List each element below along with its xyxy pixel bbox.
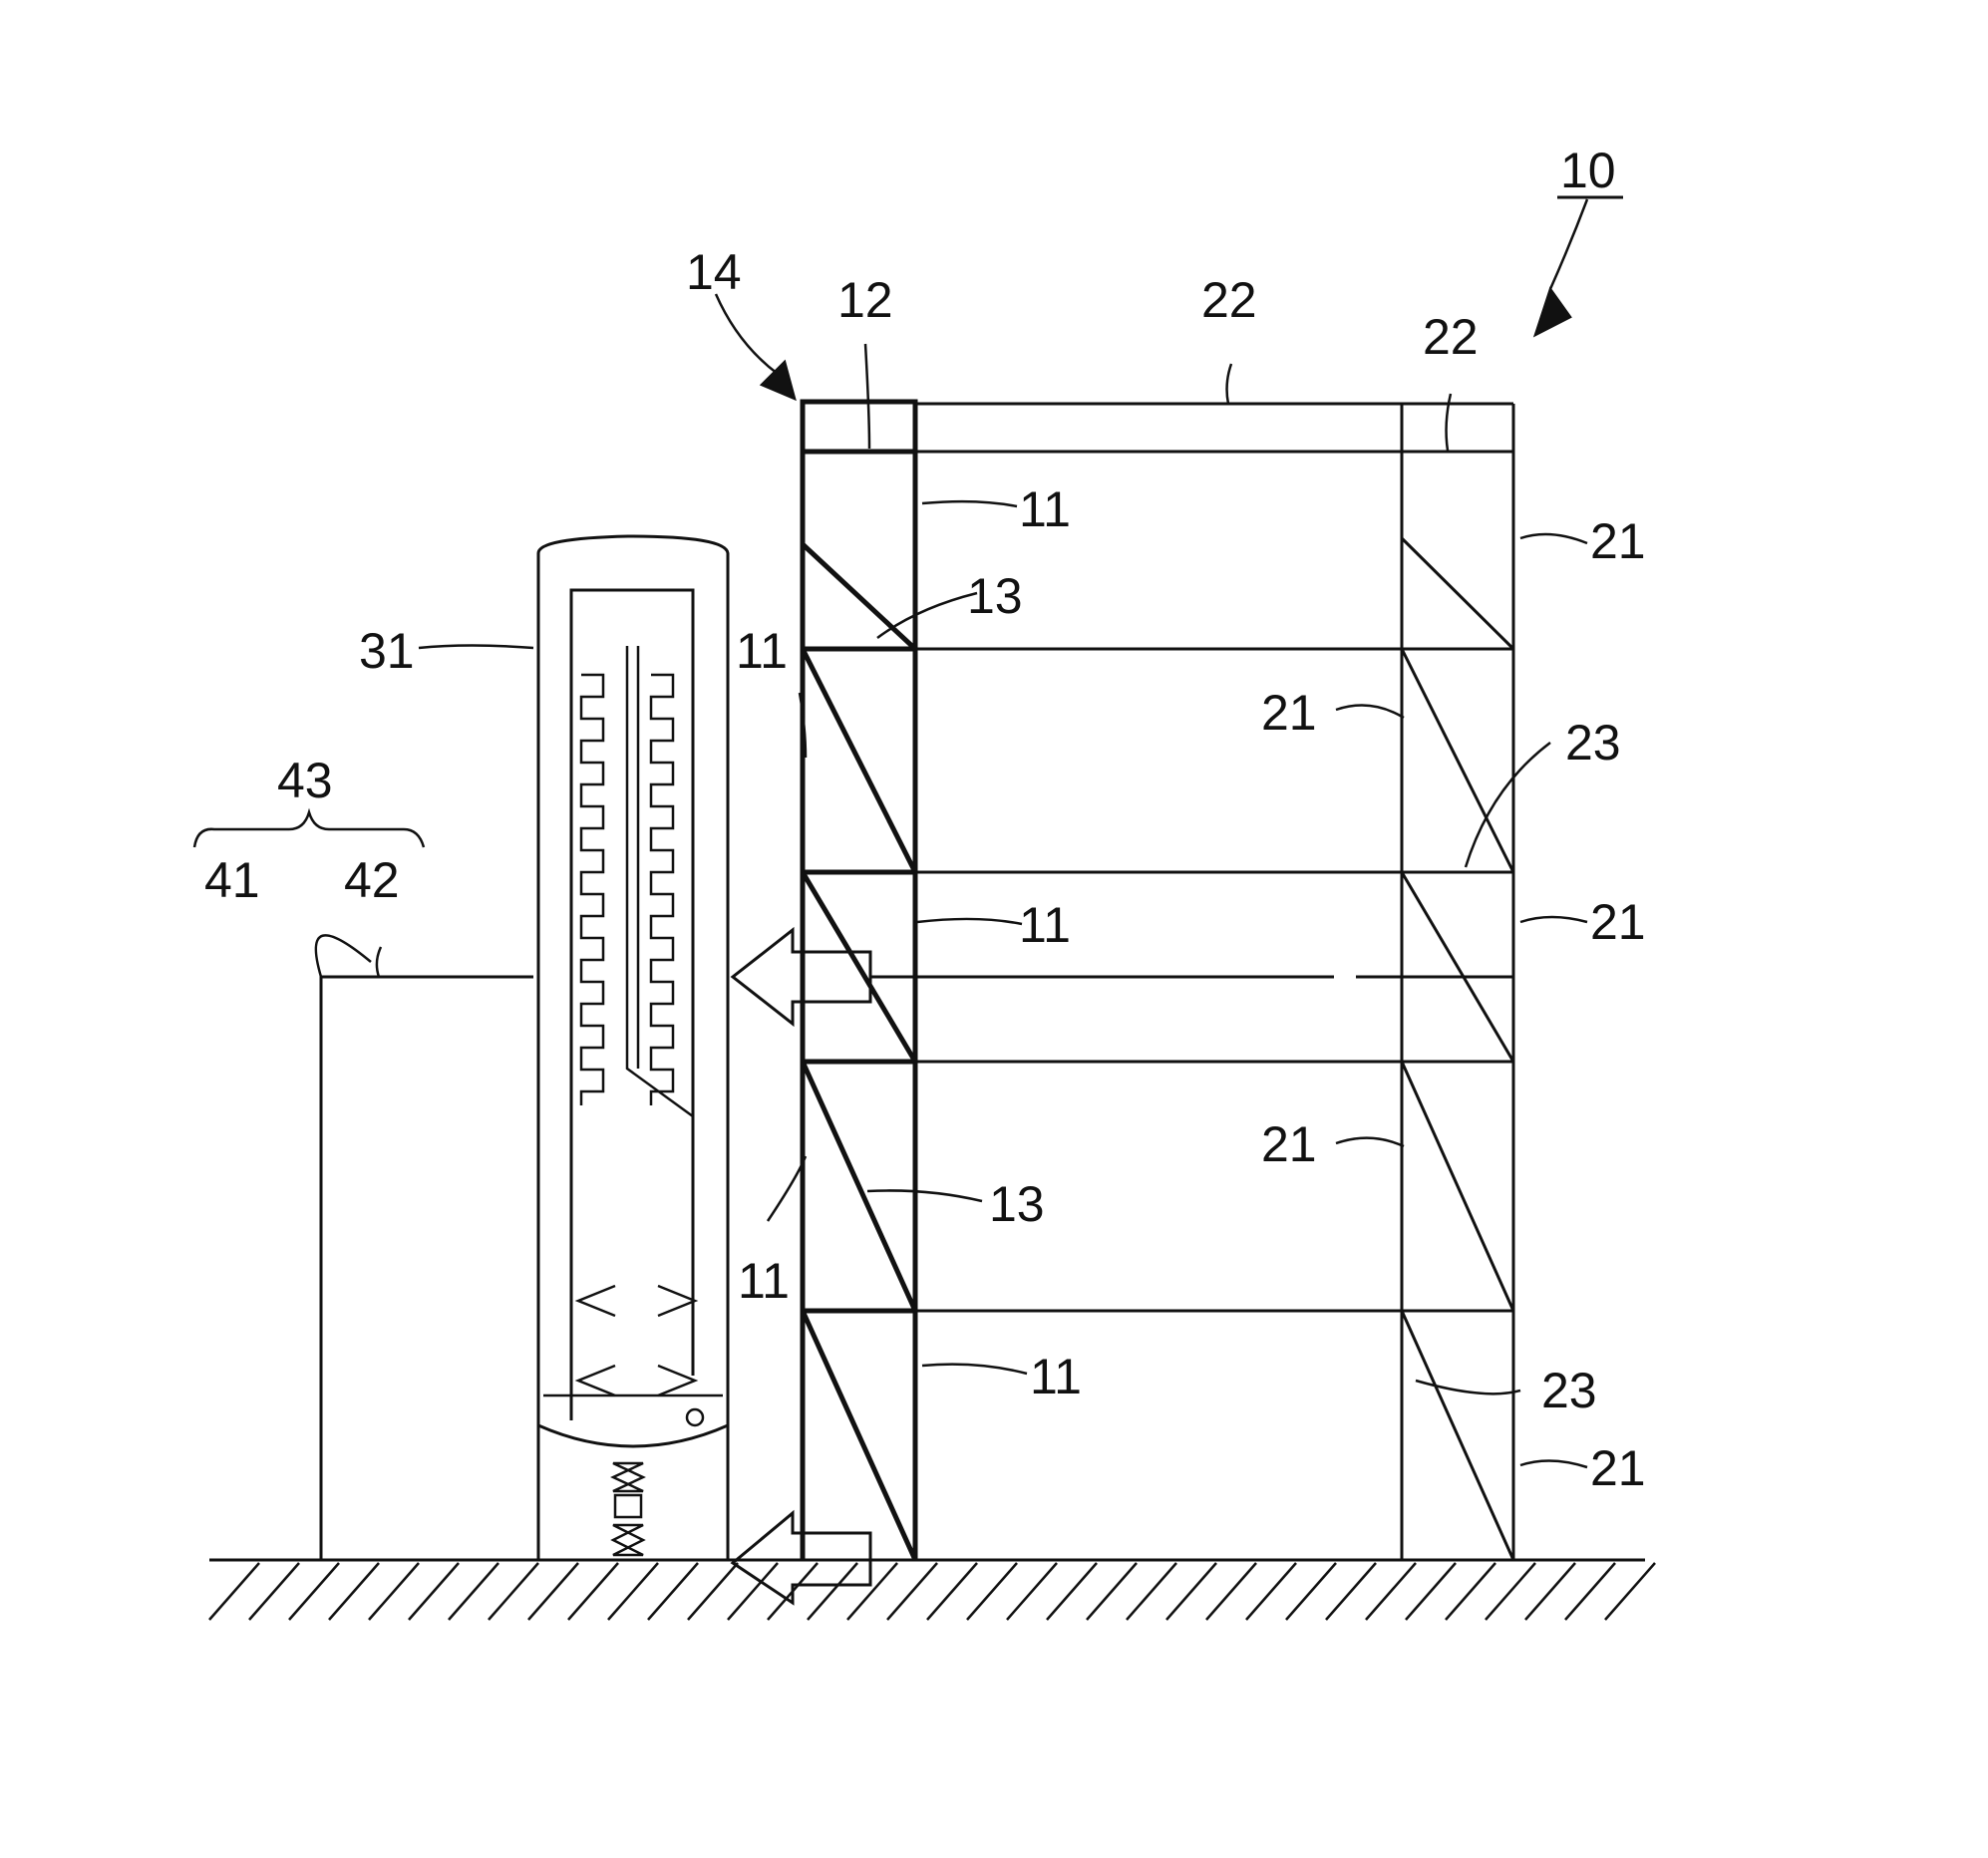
label-21-c: 21 bbox=[1590, 894, 1646, 950]
ground-hatch-line bbox=[1326, 1563, 1376, 1620]
label-21-a: 21 bbox=[1590, 513, 1646, 569]
label-22-top: 22 bbox=[1201, 272, 1257, 328]
ground-hatch-line bbox=[249, 1563, 299, 1620]
ground-hatch-line bbox=[1246, 1563, 1296, 1620]
ground-hatch-line bbox=[808, 1563, 857, 1620]
label-23-b: 23 bbox=[1541, 1363, 1597, 1418]
ground-hatch-line bbox=[887, 1563, 937, 1620]
label-11-a: 11 bbox=[1019, 481, 1071, 537]
ground-hatch-line bbox=[1565, 1563, 1615, 1620]
ground-hatch-line bbox=[409, 1563, 459, 1620]
ground-hatch-line bbox=[1127, 1563, 1176, 1620]
housing-block bbox=[321, 977, 533, 1560]
ground-hatch-line bbox=[449, 1563, 498, 1620]
ground-hatch-line bbox=[688, 1563, 738, 1620]
label-10: 10 bbox=[1560, 143, 1616, 198]
ground-hatch-line bbox=[1605, 1563, 1655, 1620]
ground-hatch-line bbox=[927, 1563, 977, 1620]
ground-hatch-line bbox=[209, 1563, 259, 1620]
ground-hatch-line bbox=[648, 1563, 698, 1620]
left-frame bbox=[803, 402, 915, 1560]
ground-hatch-line bbox=[728, 1563, 778, 1620]
label-11-d: 11 bbox=[738, 1253, 790, 1309]
ground-hatch-line bbox=[967, 1563, 1017, 1620]
ground-hatch-line bbox=[568, 1563, 618, 1620]
label-23-a: 23 bbox=[1565, 715, 1621, 771]
ground-hatch-line bbox=[608, 1563, 658, 1620]
ground-hatch-line bbox=[289, 1563, 339, 1620]
ground-hatch-line bbox=[1206, 1563, 1256, 1620]
ground-hatch-line bbox=[489, 1563, 538, 1620]
ground-hatch-line bbox=[1366, 1563, 1416, 1620]
label-42: 42 bbox=[344, 852, 400, 908]
ground-hatch-line bbox=[528, 1563, 578, 1620]
label-11-e: 11 bbox=[1030, 1349, 1082, 1404]
ground-hatch-line bbox=[1007, 1563, 1057, 1620]
ground bbox=[209, 1560, 1655, 1620]
reference-labels: 10 14 12 22 22 11 21 13 31 11 21 23 43 4… bbox=[204, 143, 1646, 1496]
label-14: 14 bbox=[686, 244, 742, 300]
label-13-b: 13 bbox=[989, 1176, 1045, 1232]
tank-vessel bbox=[538, 536, 728, 1560]
ground-hatch-line bbox=[1486, 1563, 1535, 1620]
ground-hatch-line bbox=[1047, 1563, 1097, 1620]
ground-hatch-line bbox=[1166, 1563, 1216, 1620]
label-11-b: 11 bbox=[736, 623, 788, 679]
ground-hatch-line bbox=[1525, 1563, 1575, 1620]
ground-hatch-line bbox=[1087, 1563, 1137, 1620]
label-22-right: 22 bbox=[1423, 309, 1479, 365]
label-21-d: 21 bbox=[1261, 1116, 1317, 1172]
label-21-b: 21 bbox=[1261, 685, 1317, 741]
label-12: 12 bbox=[837, 272, 893, 328]
label-13-a: 13 bbox=[967, 568, 1023, 624]
label-11-c: 11 bbox=[1019, 897, 1071, 953]
ground-hatch-line bbox=[1406, 1563, 1456, 1620]
ground-hatch-line bbox=[1446, 1563, 1495, 1620]
ground-hatch-line bbox=[847, 1563, 897, 1620]
leader-lines bbox=[194, 199, 1587, 1467]
ground-hatch-line bbox=[369, 1563, 419, 1620]
label-31: 31 bbox=[359, 623, 415, 679]
label-21-e: 21 bbox=[1590, 1440, 1646, 1496]
label-41: 41 bbox=[204, 852, 260, 908]
ground-hatch-line bbox=[1286, 1563, 1336, 1620]
label-43: 43 bbox=[277, 753, 333, 808]
ground-hatch-line bbox=[329, 1563, 379, 1620]
